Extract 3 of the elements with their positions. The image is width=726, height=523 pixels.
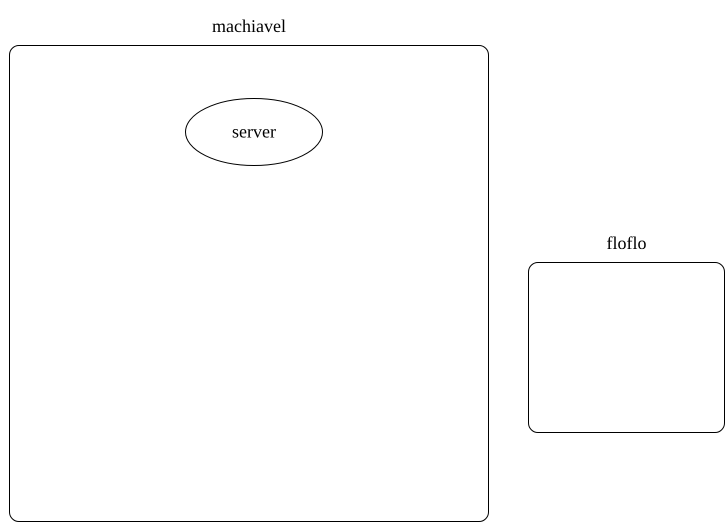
ellipse-node: server [185,98,323,166]
cluster-title: floflo [606,232,648,254]
cluster-title: machiavel [211,15,287,37]
